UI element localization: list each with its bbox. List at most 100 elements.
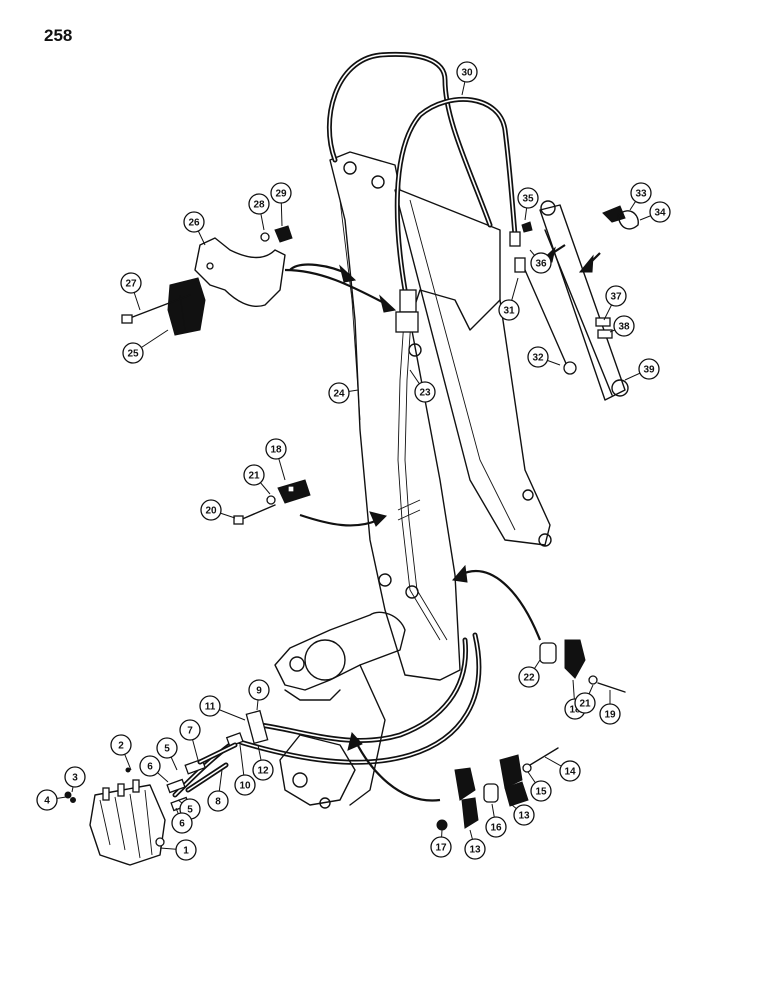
- swing-mount: [274, 611, 406, 809]
- callout-number: 6: [179, 819, 185, 830]
- callout-number: 22: [523, 673, 535, 684]
- callout-number: 38: [618, 322, 630, 333]
- callout-number: 1: [183, 846, 189, 857]
- callout-circle: [630, 182, 652, 204]
- callout-20: 20: [200, 499, 236, 521]
- callout-38: 38: [609, 315, 635, 337]
- callout-number: 15: [535, 787, 547, 798]
- callout-circle: [430, 836, 452, 858]
- callout-27: 27: [120, 272, 142, 311]
- callout-number: 5: [164, 744, 170, 755]
- callout-32: 32: [527, 346, 561, 368]
- callout-circle: [265, 438, 287, 460]
- callout-circle: [171, 812, 193, 834]
- callout-circle: [530, 252, 552, 274]
- clamp-assembly-lower: [436, 639, 626, 831]
- callout-number: 39: [643, 365, 655, 376]
- callout-number: 37: [610, 292, 622, 303]
- callout-number: 17: [435, 843, 447, 854]
- callout-29: 29: [270, 182, 292, 227]
- callout-15: 15: [527, 771, 552, 802]
- callout-13: 13: [511, 804, 535, 826]
- upper-hoses: [326, 51, 518, 333]
- callout-33: 33: [629, 182, 652, 211]
- callout-23: 23: [409, 369, 436, 403]
- callout-number: 21: [248, 471, 260, 482]
- callout-circle: [110, 734, 132, 756]
- control-valve: [89, 779, 166, 866]
- callout-circle: [638, 358, 660, 380]
- callout-circle: [207, 790, 229, 812]
- callout-circle: [175, 839, 197, 861]
- callout-circle: [156, 737, 178, 759]
- callout-circle: [649, 201, 671, 223]
- callout-number: 16: [490, 823, 502, 834]
- callout-number: 29: [275, 189, 287, 200]
- callout-circle: [559, 760, 581, 782]
- callout-number: 7: [187, 726, 193, 737]
- callout-number: 8: [215, 797, 221, 808]
- callout-number: 35: [522, 194, 534, 205]
- callout-circle: [605, 285, 627, 307]
- callout-37: 37: [603, 285, 627, 321]
- callout-circle: [248, 193, 270, 215]
- callout-number: 12: [257, 766, 269, 777]
- callout-circle: [200, 499, 222, 521]
- callout-number: 13: [518, 811, 530, 822]
- callout-31: 31: [498, 277, 520, 321]
- callout-26: 26: [183, 211, 206, 246]
- callout-5: 5: [156, 737, 178, 771]
- callout-number: 6: [147, 762, 153, 773]
- clamp-assembly-top: [121, 225, 293, 336]
- callout-17: 17: [430, 829, 452, 858]
- callout-28: 28: [248, 193, 270, 231]
- callout-24: 24: [328, 382, 359, 404]
- callout-circle: [234, 774, 256, 796]
- callout-circle: [414, 381, 436, 403]
- callout-11: 11: [199, 695, 246, 721]
- boom-tubes: [397, 304, 448, 641]
- callout-number: 18: [270, 445, 282, 456]
- callout-circle: [328, 382, 350, 404]
- callout-1: 1: [159, 839, 197, 861]
- callout-13: 13: [464, 829, 486, 860]
- callout-number: 32: [532, 353, 544, 364]
- callout-19: 19: [599, 690, 621, 725]
- callout-10: 10: [234, 744, 256, 796]
- callout-36: 36: [529, 249, 552, 274]
- callout-circle: [179, 719, 201, 741]
- callout-circle: [464, 838, 486, 860]
- page-number: 258: [44, 26, 73, 45]
- callout-circle: [248, 679, 270, 701]
- callout-6: 6: [171, 807, 193, 834]
- callout-number: 11: [205, 702, 216, 713]
- callout-number: 23: [419, 388, 431, 399]
- callout-14: 14: [544, 756, 581, 782]
- callout-circle: [199, 695, 221, 717]
- lower-hoses: [172, 632, 482, 798]
- callout-22: 22: [518, 659, 541, 688]
- callout-circle: [64, 766, 86, 788]
- callout-6: 6: [139, 755, 169, 783]
- callout-number: 28: [253, 200, 265, 211]
- callout-circle: [518, 666, 540, 688]
- hydraulic-cylinder: [509, 200, 639, 401]
- callout-18: 18: [265, 438, 287, 481]
- callout-circle: [122, 342, 144, 364]
- boom: [329, 151, 552, 681]
- clamp-assembly-middle: [233, 479, 311, 525]
- callout-number: 4: [44, 796, 50, 807]
- callout-7: 7: [179, 719, 201, 761]
- callout-circle: [120, 272, 142, 294]
- callout-number: 36: [535, 259, 547, 270]
- callout-circle: [485, 816, 507, 838]
- callout-12: 12: [252, 744, 274, 781]
- callout-number: 34: [654, 208, 666, 219]
- callout-number: 18: [569, 705, 581, 716]
- callout-circle: [456, 61, 478, 83]
- callout-circle: [183, 211, 205, 233]
- callout-30: 30: [456, 61, 478, 96]
- callout-number: 30: [461, 68, 473, 79]
- callout-number: 13: [469, 845, 481, 856]
